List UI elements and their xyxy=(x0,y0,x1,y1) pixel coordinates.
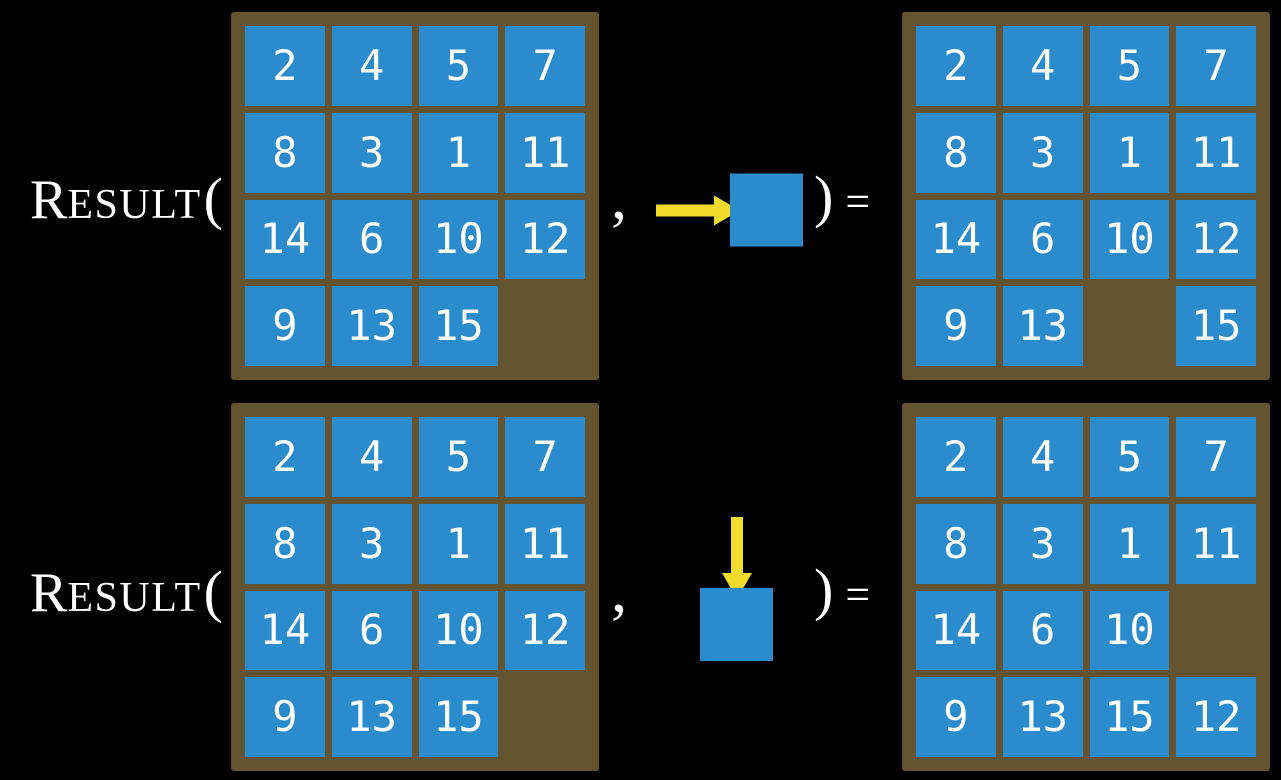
equals-sign: = xyxy=(845,570,871,619)
tile-11: 11 xyxy=(1176,503,1256,584)
tile-6: 6 xyxy=(331,590,412,671)
tile-9: 9 xyxy=(916,677,996,757)
tile-8: 8 xyxy=(916,503,996,584)
tile-10: 10 xyxy=(418,590,499,671)
tile-9: 9 xyxy=(245,286,325,366)
tile-15: 15 xyxy=(1176,286,1256,366)
empty-cell xyxy=(505,677,585,757)
empty-cell xyxy=(1090,286,1170,366)
tile-12: 12 xyxy=(505,199,585,280)
tile-6: 6 xyxy=(1002,199,1083,280)
tile-11: 11 xyxy=(1176,112,1256,193)
tile-13: 13 xyxy=(1002,677,1083,757)
tile-8: 8 xyxy=(245,503,325,584)
tile-7: 7 xyxy=(1176,417,1256,497)
tile-14: 14 xyxy=(916,199,996,280)
action-slide-right-group xyxy=(656,173,803,247)
tile-4: 4 xyxy=(331,26,412,106)
tile-5: 5 xyxy=(1089,417,1170,497)
moved-tile xyxy=(730,173,803,247)
action-slide-down-group xyxy=(700,517,773,661)
tile-11: 11 xyxy=(505,112,585,193)
close-paren: ) xyxy=(814,557,834,622)
tile-15: 15 xyxy=(418,677,499,757)
close-paren-equals: )= xyxy=(814,561,870,619)
function-name-initial: R xyxy=(30,169,68,231)
tile-1: 1 xyxy=(1089,112,1170,193)
tile-2: 2 xyxy=(916,26,996,106)
tile-8: 8 xyxy=(245,112,325,193)
function-name-initial: R xyxy=(30,562,68,624)
tile-11: 11 xyxy=(505,503,585,584)
tile-12: 12 xyxy=(1176,677,1256,757)
open-paren: ( xyxy=(203,559,223,624)
comma-separator: , xyxy=(611,554,627,625)
tile-5: 5 xyxy=(1089,26,1170,106)
tile-1: 1 xyxy=(1089,503,1170,584)
moved-tile xyxy=(700,588,773,661)
tile-5: 5 xyxy=(418,26,499,106)
down-arrow-icon xyxy=(721,517,752,599)
tile-10: 10 xyxy=(1089,199,1170,280)
tile-3: 3 xyxy=(331,112,412,193)
tile-12: 12 xyxy=(1176,199,1256,280)
tile-2: 2 xyxy=(916,417,996,497)
tile-9: 9 xyxy=(245,677,325,757)
tile-14: 14 xyxy=(245,199,325,280)
tile-4: 4 xyxy=(331,417,412,497)
tile-1: 1 xyxy=(418,503,499,584)
tile-13: 13 xyxy=(331,677,412,757)
tile-6: 6 xyxy=(1002,590,1083,671)
open-paren: ( xyxy=(203,166,223,231)
tile-4: 4 xyxy=(1002,417,1083,497)
function-name-rest: ESULT xyxy=(67,575,202,621)
tile-9: 9 xyxy=(916,286,996,366)
tile-13: 13 xyxy=(1002,286,1083,366)
tile-2: 2 xyxy=(245,26,325,106)
equals-sign: = xyxy=(845,177,871,226)
tile-8: 8 xyxy=(916,112,996,193)
empty-cell xyxy=(505,286,585,366)
tile-3: 3 xyxy=(1002,112,1083,193)
tile-7: 7 xyxy=(505,417,585,497)
tile-10: 10 xyxy=(418,199,499,280)
tile-4: 4 xyxy=(1002,26,1083,106)
tile-10: 10 xyxy=(1089,590,1170,671)
tile-6: 6 xyxy=(331,199,412,280)
tile-1: 1 xyxy=(418,112,499,193)
result-function-label: RESULT( xyxy=(30,169,223,231)
close-paren: ) xyxy=(814,164,834,229)
tile-3: 3 xyxy=(331,503,412,584)
function-name-rest: ESULT xyxy=(67,182,202,228)
tile-5: 5 xyxy=(418,417,499,497)
tile-7: 7 xyxy=(505,26,585,106)
tile-3: 3 xyxy=(1002,503,1083,584)
tile-15: 15 xyxy=(418,286,499,366)
tile-12: 12 xyxy=(505,590,585,671)
tile-14: 14 xyxy=(245,590,325,671)
tile-2: 2 xyxy=(245,417,325,497)
tile-7: 7 xyxy=(1176,26,1256,106)
tile-14: 14 xyxy=(916,590,996,671)
result-function-label: RESULT( xyxy=(30,562,223,624)
tile-13: 13 xyxy=(331,286,412,366)
tile-15: 15 xyxy=(1089,677,1170,757)
empty-cell xyxy=(1176,591,1256,671)
right-arrow-icon xyxy=(656,195,740,225)
comma-separator: , xyxy=(611,161,627,232)
close-paren-equals: )= xyxy=(814,168,870,226)
